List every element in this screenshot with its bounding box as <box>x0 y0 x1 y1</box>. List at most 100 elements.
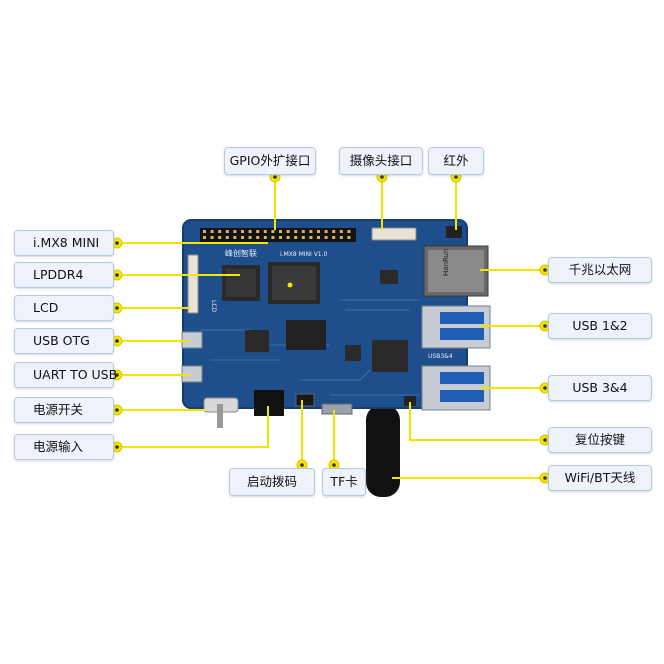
label-camera: 摄像头接口 <box>339 147 423 175</box>
dot-lpddr4-center <box>115 273 119 277</box>
lpddr4-chip <box>222 265 260 301</box>
dot-boot-center <box>300 463 304 467</box>
gpio-pin <box>203 230 206 233</box>
leader-lines <box>117 177 545 479</box>
gpio-pin <box>286 236 290 239</box>
gpio-pin <box>347 236 351 239</box>
gpio-pin <box>210 236 214 239</box>
lcd-connector: LCD <box>187 254 217 314</box>
label-ethernet: 千兆以太网 <box>548 257 652 283</box>
label-imx8: i.MX8 MINI <box>14 230 114 256</box>
dot-usb-otg-center <box>115 339 119 343</box>
reset-button-part <box>404 396 416 406</box>
dot-uart-center <box>115 373 119 377</box>
dot-lcd-center <box>115 306 119 310</box>
gpio-pin <box>233 230 237 233</box>
gpio-pin <box>279 236 282 239</box>
gpio-pin <box>248 230 252 233</box>
gpio-pin <box>339 230 343 233</box>
board-brand: 峰创智联 <box>225 248 257 258</box>
leader-power-in <box>117 406 269 448</box>
gpio-pin <box>233 236 237 239</box>
label-wifi: WiFi/BT天线 <box>548 465 652 491</box>
gpio-pin <box>301 236 305 239</box>
gpio-pin <box>271 236 275 239</box>
gpio-pin <box>324 230 328 233</box>
usb34-port <box>421 365 491 411</box>
dot-usb34-center <box>543 386 547 390</box>
board-lcd-tag: LCD <box>210 300 217 313</box>
gpio-pin <box>317 236 320 239</box>
aux-chip <box>345 345 361 361</box>
label-lcd: LCD <box>14 295 114 321</box>
label-power-in: 电源输入 <box>14 434 114 460</box>
gpio-pin <box>203 236 206 239</box>
gpio-pin <box>256 236 260 239</box>
gpio-pin <box>241 230 244 233</box>
dot-power-in-center <box>115 445 119 449</box>
dot-imx8-center <box>115 241 119 245</box>
gpio-pin <box>309 230 313 233</box>
label-usb34: USB 3&4 <box>548 375 652 401</box>
label-gpio: GPIO外扩接口 <box>224 147 316 175</box>
dot-camera-center <box>380 175 384 179</box>
camera-connector <box>371 227 417 241</box>
ethernet-brand: HanRun <box>442 249 450 276</box>
ethernet-port: HanRun <box>423 245 489 297</box>
dot-tf-center <box>332 463 336 467</box>
emmc-chip <box>286 320 326 350</box>
ir-receiver <box>446 226 462 238</box>
gpio-pin <box>225 230 229 233</box>
board-usb-tag: USB3&4 <box>428 353 453 360</box>
usb-hub-chip <box>380 270 398 284</box>
gpio-pin <box>256 230 260 233</box>
leader-reset <box>409 402 545 441</box>
gpio-pin <box>309 236 313 239</box>
gpio-pin <box>210 230 214 233</box>
wifi-module <box>372 340 408 372</box>
gpio-pin <box>294 230 298 233</box>
gpio-pin <box>225 236 229 239</box>
gpio-pin <box>218 236 222 239</box>
label-boot-dip: 启动拨码 <box>229 468 315 496</box>
gpio-pin <box>332 230 336 233</box>
gpio-pin <box>248 236 252 239</box>
gpio-pin <box>317 230 320 233</box>
gpio-pin <box>279 230 282 233</box>
label-usb-otg: USB OTG <box>14 328 114 354</box>
power-switch <box>203 397 239 428</box>
gpio-pin <box>263 230 267 233</box>
gpio-pin <box>332 236 336 239</box>
gpio-pin <box>218 230 222 233</box>
gpio-pin <box>294 236 298 239</box>
label-ir: 红外 <box>428 147 484 175</box>
boot-dip-switch <box>295 393 315 407</box>
gpio-pin <box>271 230 275 233</box>
dot-gpio-center <box>273 175 277 179</box>
dot-power-switch-center <box>115 408 119 412</box>
dot-usb12-center <box>543 324 547 328</box>
gpio-header <box>200 228 356 242</box>
board-model: i.MX8 MINI V1.0 <box>280 251 328 258</box>
label-uart: UART TO USB <box>14 362 117 388</box>
dot-ir-center <box>454 175 458 179</box>
pmic-chip <box>245 330 269 352</box>
gpio-pin <box>347 230 351 233</box>
label-reset: 复位按键 <box>548 427 652 453</box>
gpio-pin <box>263 236 267 239</box>
gpio-pin <box>286 230 290 233</box>
label-tf: TF卡 <box>322 468 366 496</box>
label-usb12: USB 1&2 <box>548 313 652 339</box>
gpio-pin <box>324 236 328 239</box>
dot-reset-center <box>543 438 547 442</box>
gpio-pin <box>301 230 305 233</box>
tf-slot <box>321 403 353 415</box>
label-power-switch: 电源开关 <box>14 397 114 423</box>
gpio-pin <box>241 236 244 239</box>
dot-wifi-center <box>543 476 547 480</box>
gpio-pin <box>339 236 343 239</box>
usb12-port <box>421 305 491 349</box>
dot-ethernet-center <box>543 268 547 272</box>
imx8-soc <box>268 262 320 304</box>
label-lpddr4: LPDDR4 <box>14 262 114 288</box>
